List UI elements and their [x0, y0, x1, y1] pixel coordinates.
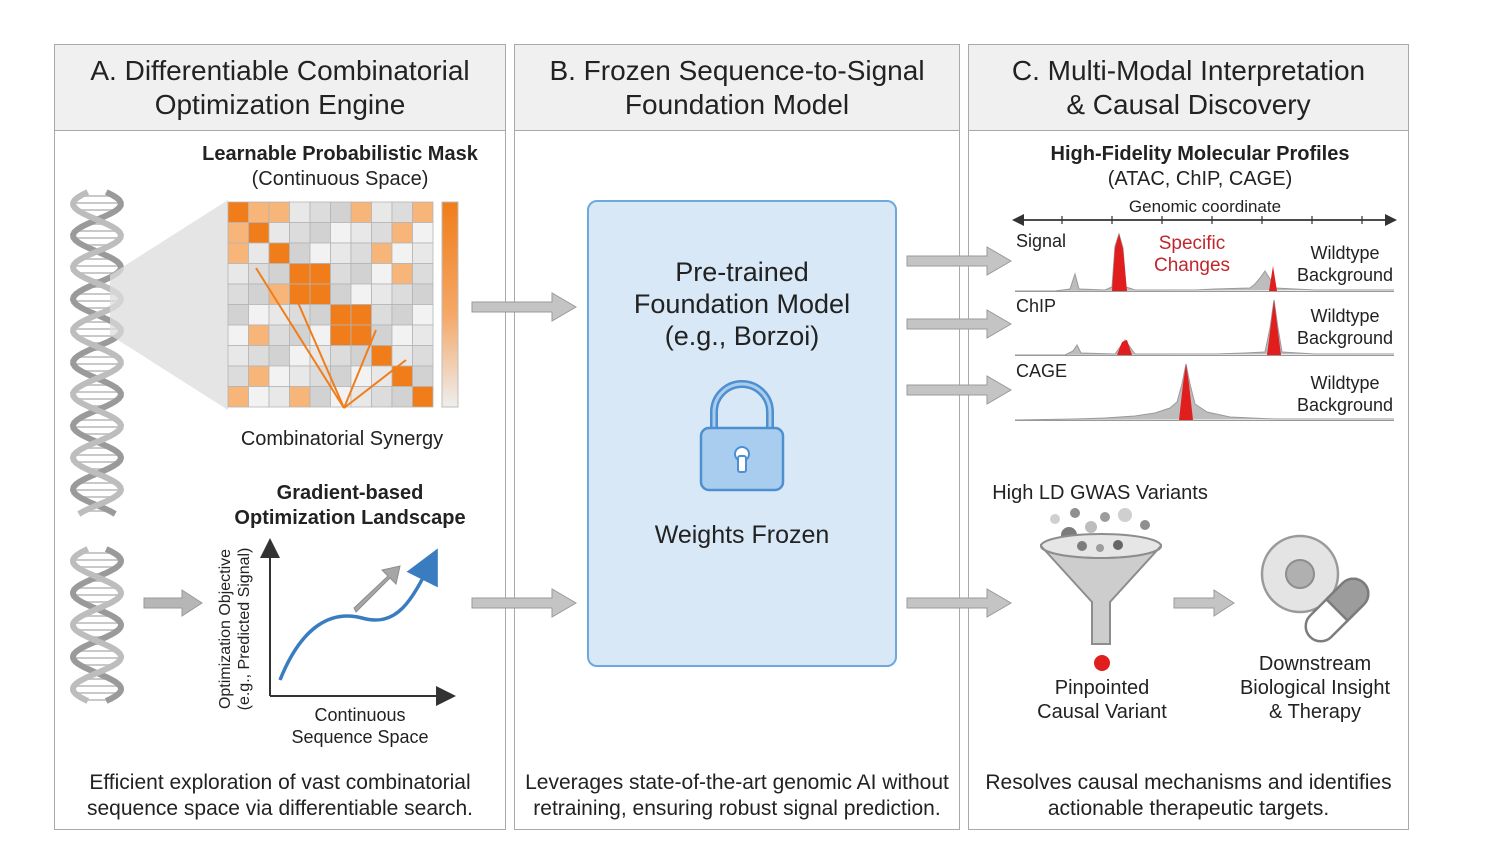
panel-c-caption-line1: Resolves causal mechanisms and identifie…: [985, 771, 1392, 794]
chip-peak-1: [1117, 340, 1132, 355]
panel-b-title-line2: Foundation Model: [624, 88, 850, 120]
track-cage: [1014, 363, 1394, 421]
track-cage-background: Wildtype Background: [1290, 372, 1400, 416]
panel-b-caption: Leverages state-of-the-art genomic AI wi…: [515, 770, 959, 822]
model-label-line1: Pre-trained: [675, 257, 809, 287]
arrow-dna-to-landscape: [143, 589, 203, 617]
genomic-coordinate-axis: [1012, 214, 1397, 226]
profiles-title-line1: High-Fidelity Molecular Profiles: [1050, 143, 1350, 165]
landscape-title-line1: Gradient-based: [276, 482, 424, 504]
gwas-label: High LD GWAS Variants: [992, 482, 1208, 504]
track-cage-name: CAGE: [1016, 361, 1068, 381]
mask-title-line1: Learnable Probabilistic Mask: [202, 143, 478, 165]
panel-c-title: C. Multi-Modal Interpretation & Causal D…: [969, 45, 1408, 131]
panel-c: C. Multi-Modal Interpretation & Causal D…: [968, 44, 1409, 830]
x-axis-label-line1: Continuous: [314, 705, 406, 725]
track-chip: [1015, 299, 1394, 356]
x-axis-label: Continuous Sequence Space: [260, 704, 460, 748]
panel-a-caption-line1: Efficient exploration of vast combinator…: [89, 771, 471, 794]
genomic-coordinate-label: Genomic coordinate: [1128, 197, 1282, 216]
panel-b-caption-line1: Leverages state-of-the-art genomic AI wi…: [525, 771, 949, 794]
track-cage-bg-line2: Background: [1296, 395, 1394, 415]
profiles-title-line2: (ATAC, ChIP, CAGE): [1107, 168, 1293, 190]
arrow-model-to-signal: [906, 246, 1012, 276]
synergy-lines: [255, 267, 407, 409]
insight-line3: & Therapy: [1269, 701, 1361, 723]
track-chip-bg-line1: Wildtype: [1310, 306, 1380, 326]
panel-c-caption: Resolves causal mechanisms and identifie…: [969, 770, 1408, 822]
track-chip-bg-line2: Background: [1296, 328, 1394, 348]
arrow-model-to-cage: [906, 375, 1012, 405]
landscape-title-line2: Optimization Landscape: [234, 507, 466, 529]
arrow-model-to-gwas: [906, 588, 1012, 618]
synergy-label: Combinatorial Synergy: [240, 428, 444, 450]
panel-a: A. Differentiable Combinatorial Optimiza…: [54, 44, 506, 830]
cage-peak: [1179, 364, 1193, 420]
track-signal-bg-line1: Wildtype: [1310, 243, 1380, 263]
mask-colorbar: [441, 201, 459, 408]
dna-helix-bottom-icon: [69, 546, 125, 704]
track-signal-bg-line2: Background: [1296, 265, 1394, 285]
x-axis-label-line2: Sequence Space: [291, 727, 429, 747]
y-axis-label: Optimization Objective (e.g., Predicted …: [216, 519, 254, 739]
panel-c-title-line1: C. Multi-Modal Interpretation: [1011, 54, 1366, 86]
causal-variant-dot: [1094, 655, 1110, 671]
panel-b-caption-line2: retraining, ensuring robust signal predi…: [533, 797, 941, 820]
mask-title-line2: (Continuous Space): [251, 168, 429, 190]
weights-frozen-label: Weights Frozen: [654, 521, 830, 549]
causal-variant-line1: Pinpointed: [1054, 677, 1150, 699]
causal-variant-label: Pinpointed Causal Variant: [1020, 676, 1184, 724]
panel-c-caption-line2: actionable therapeutic targets.: [1047, 797, 1330, 820]
cell-and-pill-icon: [1260, 534, 1370, 643]
panel-b-title-line1: B. Frozen Sequence-to-Signal: [549, 54, 925, 86]
arrow-funnel-to-insight: [1173, 589, 1235, 617]
y-axis-label-line2: (e.g., Predicted Signal): [236, 547, 253, 711]
funnel-icon: [1039, 533, 1163, 645]
optimization-landscape-plot: [260, 538, 456, 706]
specific-changes-line1: Specific: [1158, 233, 1226, 254]
landscape-title: Gradient-based Optimization Landscape: [200, 481, 500, 531]
panel-a-title-line2: Optimization Engine: [154, 88, 406, 120]
y-axis-label-line1: Optimization Objective: [217, 548, 234, 710]
chip-peak-2: [1267, 300, 1281, 355]
zoom-cone: [110, 200, 228, 410]
lock-icon: [699, 380, 785, 492]
model-label-line2: Foundation Model: [633, 289, 851, 319]
track-signal: [1015, 232, 1394, 292]
specific-changes-line2: Changes: [1153, 255, 1231, 276]
panel-a-title: A. Differentiable Combinatorial Optimiza…: [55, 45, 505, 131]
track-signal-background: Wildtype Background: [1290, 242, 1400, 286]
track-chip-name: ChIP: [1016, 296, 1057, 316]
arrow-model-to-chip: [906, 309, 1012, 339]
model-label-line3: (e.g., Borzoi): [664, 321, 820, 351]
panel-c-title-line2: & Causal Discovery: [1066, 88, 1311, 120]
mask-title: Learnable Probabilistic Mask (Continuous…: [190, 142, 490, 192]
signal-peak-1: [1112, 234, 1127, 291]
specific-changes-label: Specific Changes: [1140, 233, 1244, 277]
signal-peak-2: [1269, 266, 1277, 291]
probabilistic-mask-matrix: [227, 201, 459, 409]
insight-line1: Downstream: [1258, 653, 1372, 675]
optimization-curve: [278, 548, 438, 681]
panel-a-caption: Efficient exploration of vast combinator…: [56, 770, 504, 822]
insight-label: Downstream Biological Insight & Therapy: [1225, 652, 1405, 724]
panel-b-title: B. Frozen Sequence-to-Signal Foundation …: [515, 45, 959, 131]
track-signal-name: Signal: [1016, 231, 1067, 251]
panel-a-caption-line2: sequence space via differentiable search…: [86, 797, 474, 820]
profiles-title: High-Fidelity Molecular Profiles (ATAC, …: [1010, 142, 1390, 192]
insight-line2: Biological Insight: [1239, 677, 1391, 699]
causal-variant-line2: Causal Variant: [1037, 701, 1167, 723]
track-chip-background: Wildtype Background: [1290, 305, 1400, 349]
gradient-step-arrow: [353, 565, 401, 613]
model-label: Pre-trained Foundation Model (e.g., Borz…: [587, 256, 897, 352]
arrow-landscape-to-model: [471, 588, 577, 618]
track-cage-bg-line1: Wildtype: [1310, 373, 1380, 393]
arrow-mask-to-model: [471, 292, 577, 322]
panel-a-title-line1: A. Differentiable Combinatorial: [90, 54, 470, 86]
dna-helix-top-icon: [69, 189, 125, 517]
